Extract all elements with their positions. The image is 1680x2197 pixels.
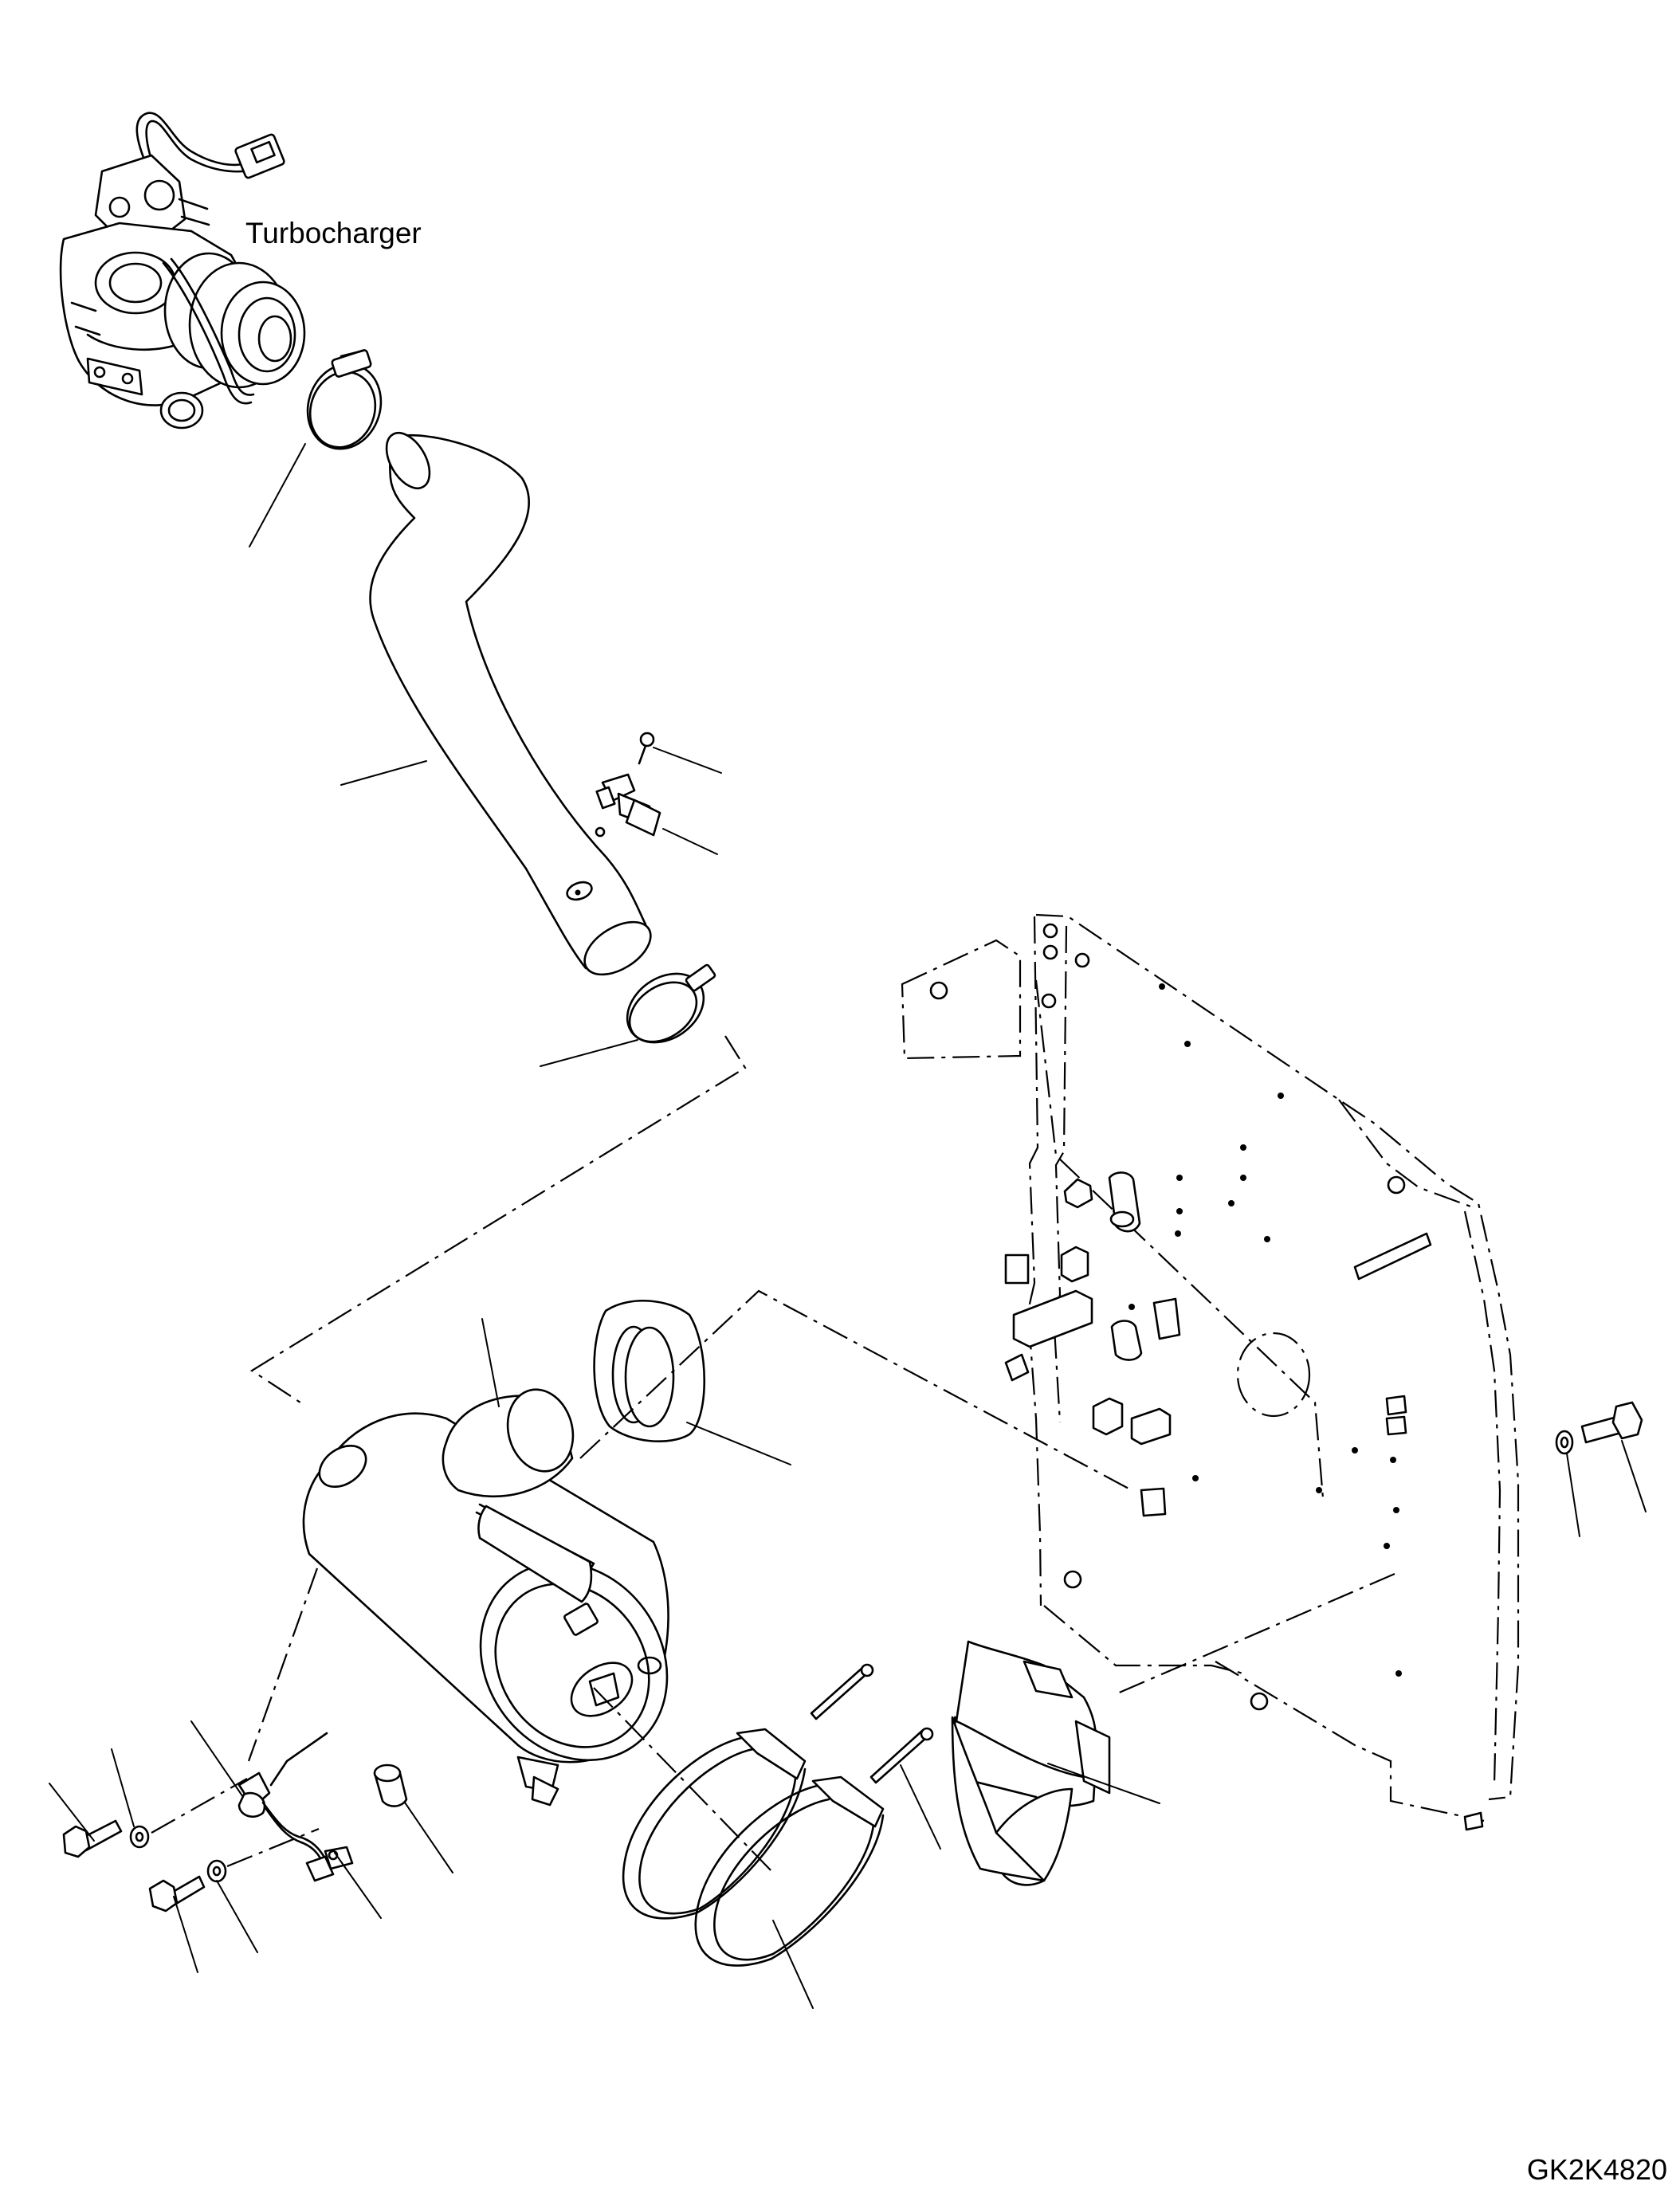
mounting-band bbox=[622, 1728, 885, 1967]
temperature-sensor bbox=[595, 773, 661, 838]
panel-brackets bbox=[1004, 1171, 1484, 1831]
intake-hose bbox=[369, 432, 652, 976]
turbocharger bbox=[59, 112, 306, 430]
rain-cap bbox=[951, 1640, 1111, 1886]
turbocharger-label: Turbocharger bbox=[245, 217, 422, 249]
mounting-bracket-panel bbox=[901, 913, 1520, 1831]
panel-washer bbox=[1555, 1430, 1574, 1455]
ground-wire bbox=[237, 1732, 354, 1882]
ground-bolt bbox=[62, 1819, 206, 1913]
spacer-collar bbox=[373, 1763, 408, 1807]
panel-holes bbox=[1129, 983, 1402, 1677]
air-cleaner-seal bbox=[593, 1299, 706, 1442]
panel-nuts bbox=[929, 923, 1406, 1711]
panel-bolt bbox=[1580, 1401, 1643, 1444]
band-bolt bbox=[810, 1663, 934, 1784]
sensor-bolt bbox=[638, 732, 655, 765]
lower-hose-clamp bbox=[626, 963, 716, 1044]
drawing-code: GK2K4820 bbox=[1527, 2153, 1667, 2186]
upper-hose-clamp bbox=[306, 349, 383, 450]
ground-washer bbox=[129, 1825, 227, 1883]
air-cleaner bbox=[302, 1388, 669, 1807]
